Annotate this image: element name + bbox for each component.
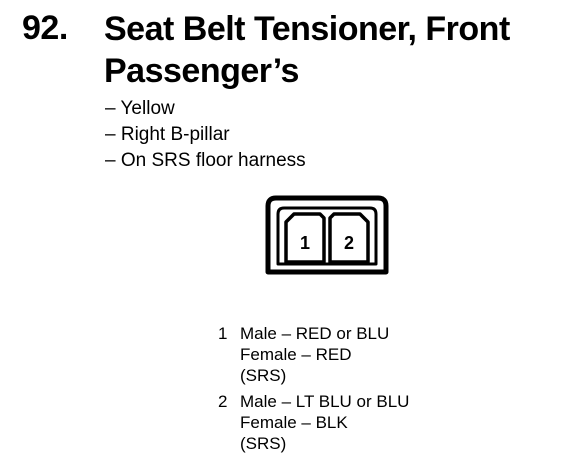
pin-list: 1 Male – RED or BLU Female – RED (SRS) 2… xyxy=(218,323,409,459)
pin-system: (SRS) xyxy=(240,366,287,385)
pin-number: 2 xyxy=(218,392,228,411)
pin-female-wire: Female – BLK xyxy=(240,413,348,432)
note-harness: – On SRS floor harness xyxy=(105,150,306,171)
pin-female-wire: Female – RED xyxy=(240,345,352,364)
pin-system: (SRS) xyxy=(240,434,287,453)
item-number: 92. xyxy=(22,9,68,47)
pin-number: 1 xyxy=(218,324,228,343)
connector-inner-shell xyxy=(276,206,378,266)
pin-entry: 1 Male – RED or BLU Female – RED (SRS) xyxy=(218,323,409,386)
pin-male-wire: Male – RED or BLU xyxy=(240,324,390,343)
page-title: Seat Belt Tensioner, Front Passenger’s xyxy=(104,10,510,90)
pin-entry: 2 Male – LT BLU or BLU Female – BLK (SRS… xyxy=(218,391,409,454)
note-color: – Yellow xyxy=(105,98,175,119)
connector-housing xyxy=(265,195,389,275)
connector-notes: – Yellow – Right B-pillar – On SRS floor… xyxy=(105,96,306,174)
cavity-2-outline xyxy=(328,212,370,264)
cavity-label-1: 1 xyxy=(300,233,310,253)
connector-face-diagram: 1 2 xyxy=(265,195,389,275)
cavity-label-2: 2 xyxy=(344,233,354,253)
note-location: – Right B-pillar xyxy=(105,124,230,145)
cavity-1-outline xyxy=(284,212,326,264)
pin-male-wire: Male – LT BLU or BLU xyxy=(240,392,410,411)
